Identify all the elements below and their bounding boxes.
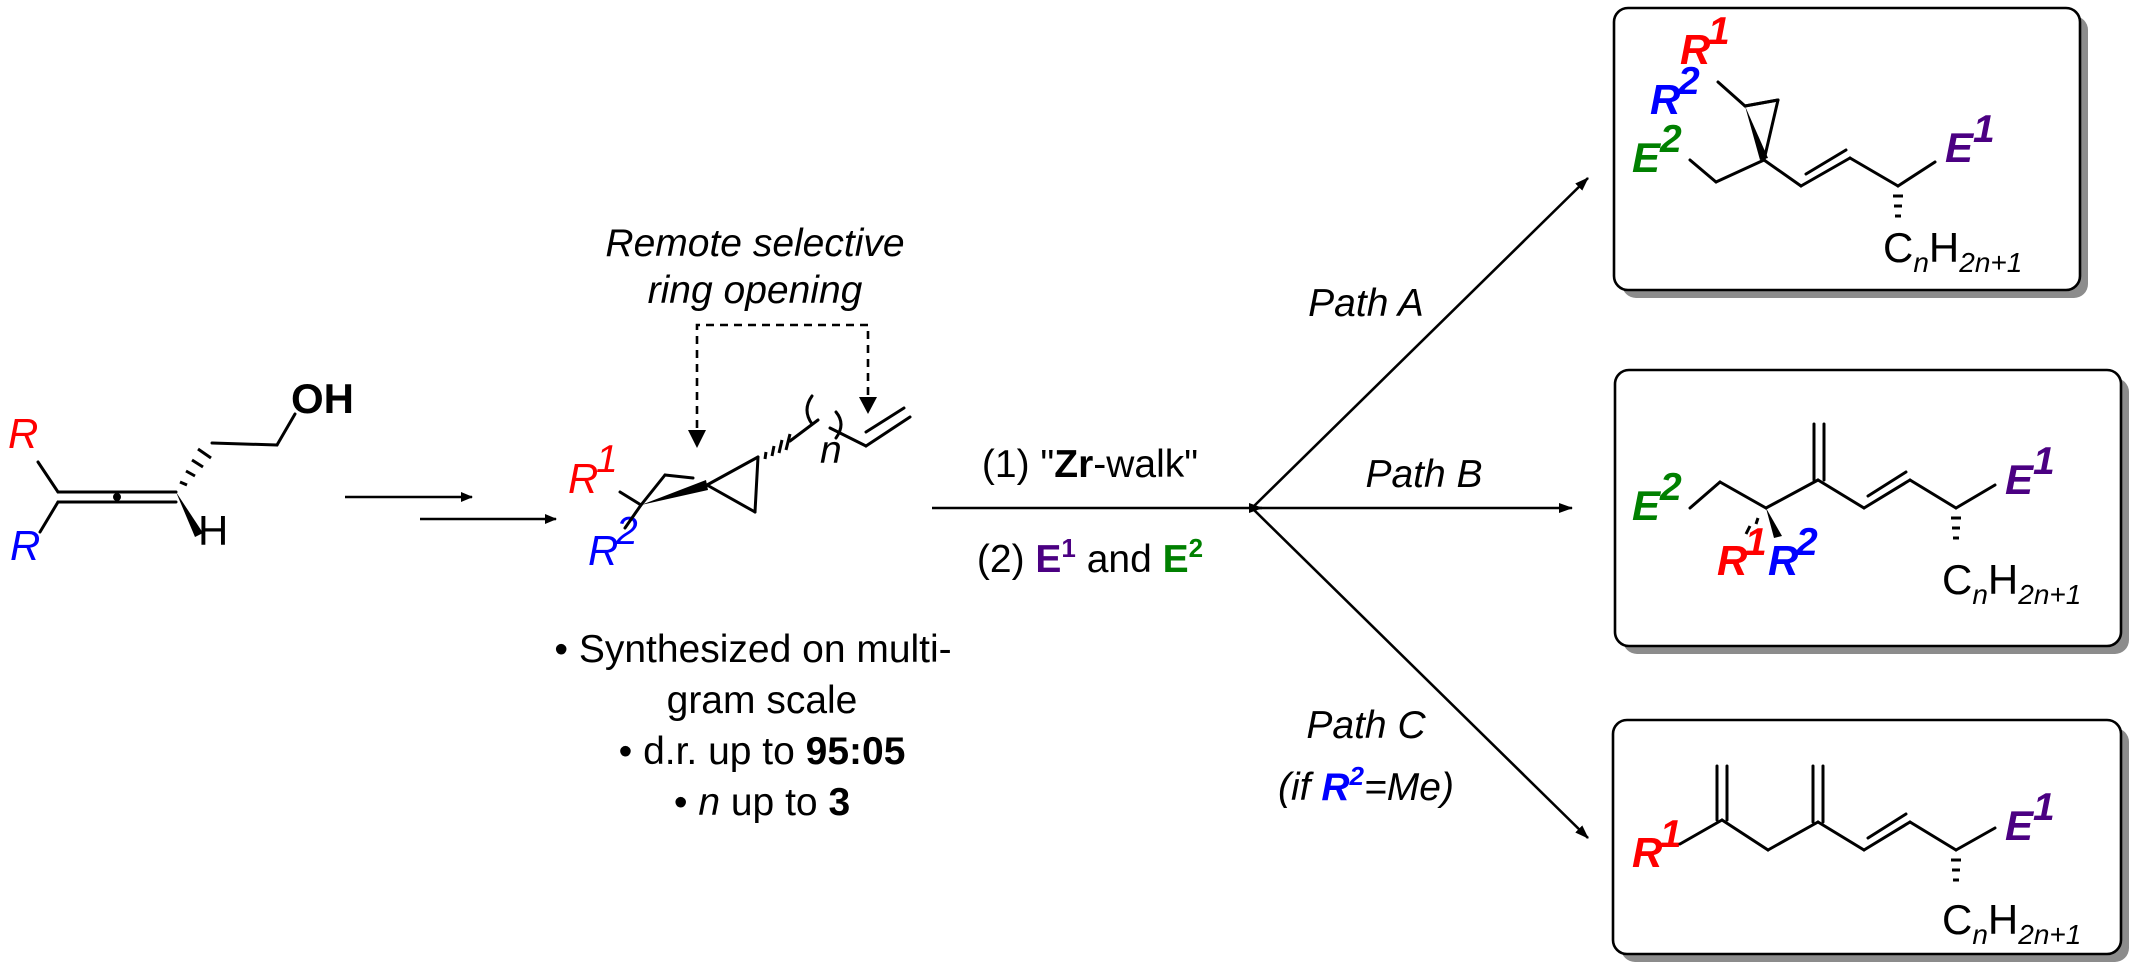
path-b-label: Path B xyxy=(1365,453,1482,496)
int-r1-base: R xyxy=(568,455,598,502)
path-c-condition: (if R2=Me) xyxy=(1278,761,1454,809)
note-line2: gram scale xyxy=(667,679,858,722)
note-line3: • d.r. up to 95:05 xyxy=(619,730,906,773)
condition-step1: (1) "Zr-walk" xyxy=(982,443,1198,486)
pb-r1-sup: 1 xyxy=(1745,521,1767,564)
pb-r1-base: R xyxy=(1717,537,1748,584)
pb-r2-base: R xyxy=(1768,537,1799,584)
ring-note-line2: ring opening xyxy=(648,269,863,312)
pa-e1-sup: 1 xyxy=(1973,108,1995,151)
sm-h-label: H xyxy=(198,507,228,554)
int-r2-base: R xyxy=(588,527,618,574)
product-a-box: R 1 R 2 E 2 E 1 CnH2n+1 xyxy=(1612,6,2088,298)
pb-chain: CnH2n+1 xyxy=(1942,556,2081,610)
path-a-arrow xyxy=(1251,177,1589,509)
starting-allene: R R H OH xyxy=(8,375,354,569)
sm-r2-base: R xyxy=(10,522,40,569)
product-c-box: R 1 E 1 CnH2n+1 xyxy=(1611,718,2129,962)
cyclopropane-intermediate: R 1 R 2 n xyxy=(568,394,912,574)
pa-r2-sup: 2 xyxy=(1677,60,1700,103)
pc-chain: CnH2n+1 xyxy=(1942,896,2081,950)
ring-opening-callout: Remote selective ring opening xyxy=(605,222,905,448)
pa-r2-base: R xyxy=(1650,76,1681,123)
pb-e2-base: E xyxy=(1632,482,1662,529)
pc-r1-sup: 1 xyxy=(1660,813,1682,856)
pb-e1-sup: 1 xyxy=(2033,440,2055,483)
int-r2-sup: 2 xyxy=(615,510,638,553)
note-line1: • Synthesized on multi- xyxy=(554,628,951,671)
pa-e1-base: E xyxy=(1945,124,1975,171)
pb-e2-sup: 2 xyxy=(1659,466,1682,509)
path-c-label: Path C xyxy=(1306,704,1426,747)
int-r1-sup: 1 xyxy=(596,438,618,481)
product-b-box: E 2 R 1 R 2 E 1 CnH2n+1 xyxy=(1613,368,2129,654)
pa-r1-base: R xyxy=(1680,26,1711,73)
int-n-label: n xyxy=(820,429,842,472)
path-a-label: Path A xyxy=(1308,282,1424,325)
pc-e1-base: E xyxy=(2005,802,2035,849)
pa-chain: CnH2n+1 xyxy=(1883,224,2022,278)
pa-e2-sup: 2 xyxy=(1659,118,1682,161)
pa-e2-base: E xyxy=(1632,134,1662,181)
intermediate-notes: • Synthesized on multi- gram scale • d.r… xyxy=(554,628,951,824)
condition-step2: (2) E1 and E2 xyxy=(977,533,1203,581)
path-c-arrow xyxy=(1251,507,1589,839)
note-line4: • n up to 3 xyxy=(674,781,850,824)
sm-r1-base: R xyxy=(8,410,38,457)
sm-oh-label: OH xyxy=(291,375,354,422)
ring-note-line1: Remote selective xyxy=(605,222,904,265)
pb-e1-base: E xyxy=(2005,456,2035,503)
reaction-conditions: (1) "Zr-walk" (2) E1 and E2 xyxy=(977,443,1203,581)
pb-r2-sup: 2 xyxy=(1795,521,1818,564)
pc-r1-base: R xyxy=(1632,829,1663,876)
pa-r1-sup: 1 xyxy=(1708,10,1730,53)
pc-e1-sup: 1 xyxy=(2033,786,2055,829)
